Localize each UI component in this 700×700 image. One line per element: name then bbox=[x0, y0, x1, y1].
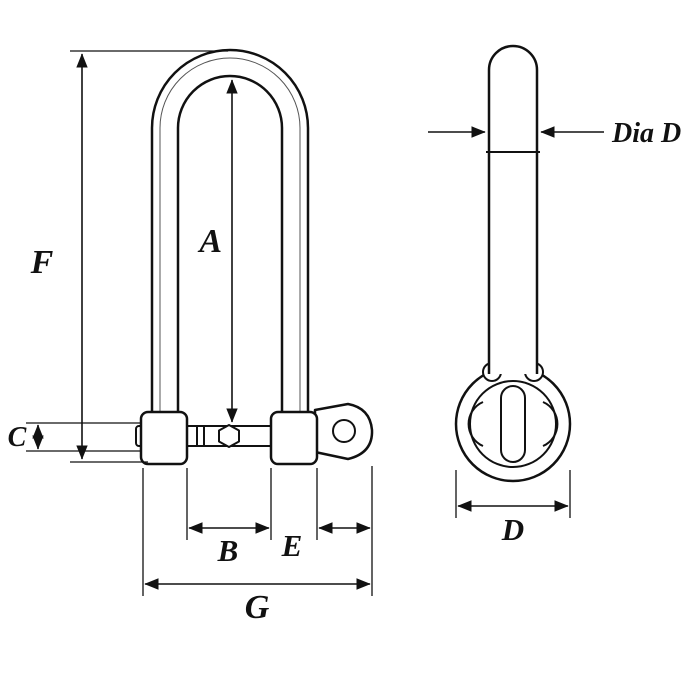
side-view-dimensions: Dia D D bbox=[428, 118, 681, 547]
shackle-bow bbox=[150, 48, 310, 422]
side-view bbox=[454, 44, 572, 483]
pin-head-boss bbox=[469, 380, 557, 468]
pin-eye-hole bbox=[332, 419, 356, 443]
clevis-foot-right bbox=[269, 410, 319, 466]
clevis-foot-left bbox=[139, 410, 189, 466]
dimension-label-B: B bbox=[217, 533, 239, 568]
dimension-label-G: G bbox=[245, 589, 270, 626]
dimension-label-dia-d: Dia D bbox=[611, 118, 681, 149]
pin-shaft bbox=[487, 44, 539, 374]
dimension-label-C: C bbox=[8, 422, 27, 453]
front-view-dimensions: F A C B E G bbox=[8, 50, 373, 626]
dimension-label-F: F bbox=[30, 244, 54, 281]
dimension-label-D: D bbox=[501, 512, 524, 547]
dimension-label-E: E bbox=[281, 528, 303, 563]
dimension-label-A: A bbox=[197, 223, 222, 260]
pin-logo-hexagon bbox=[218, 424, 240, 448]
pin-head-slot bbox=[500, 385, 526, 463]
front-view bbox=[135, 48, 374, 466]
retainer-wire-right bbox=[542, 401, 559, 447]
retainer-wire-left bbox=[467, 401, 484, 447]
bow-edge-line bbox=[159, 57, 301, 129]
